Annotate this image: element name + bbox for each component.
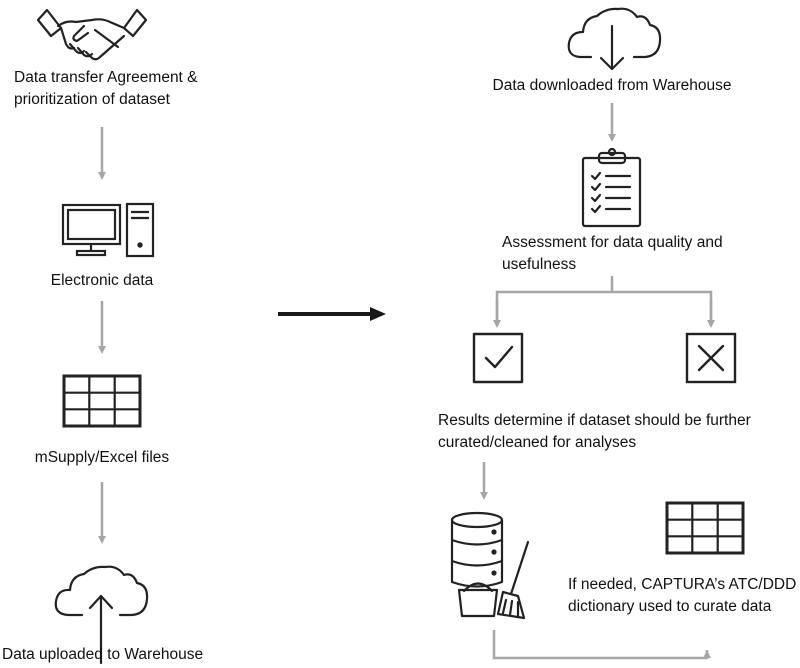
cloud-download-icon	[567, 7, 662, 71]
checkbox-check-icon	[472, 332, 524, 384]
step-label-dictionary: If needed, CAPTURA’s ATC/DDD dictionary …	[568, 574, 796, 618]
step-label-results: Results determine if dataset should be f…	[438, 410, 751, 454]
step-label-agreement: Data transfer Agreement & prioritization…	[14, 67, 198, 111]
branch-connector	[495, 290, 713, 320]
label-line: prioritization of dataset	[14, 91, 170, 108]
label-line: usefulness	[502, 256, 577, 273]
database-cleaning-icon	[450, 511, 530, 620]
spreadsheet-grid-icon	[62, 374, 142, 428]
label-line: Data transfer Agreement &	[14, 69, 198, 86]
label-line: Results determine if dataset should be f…	[438, 412, 751, 429]
step-label-upload: Data uploaded to Warehouse	[2, 646, 204, 663]
step-label-electronic-data: Electronic data	[50, 272, 154, 289]
label-line: dictionary used to curate data	[568, 598, 772, 615]
clipboard-checklist-icon	[581, 147, 642, 228]
checkbox-cross-icon	[685, 332, 737, 384]
handshake-icon	[36, 8, 148, 61]
loop-connector	[492, 630, 709, 660]
spreadsheet-grid-icon	[665, 501, 745, 555]
step-label-download: Data downloaded from Warehouse	[492, 77, 732, 94]
label-line: Assessment for data quality and	[502, 234, 723, 251]
step-label-excel-files: mSupply/Excel files	[34, 449, 170, 466]
label-line: If needed, CAPTURA’s ATC/DDD	[568, 576, 797, 593]
cloud-upload-icon	[54, 565, 149, 665]
desktop-computer-icon	[61, 202, 155, 258]
label-line: curated/cleaned for analyses	[438, 434, 637, 451]
step-label-assessment: Assessment for data quality and usefulne…	[502, 232, 723, 276]
